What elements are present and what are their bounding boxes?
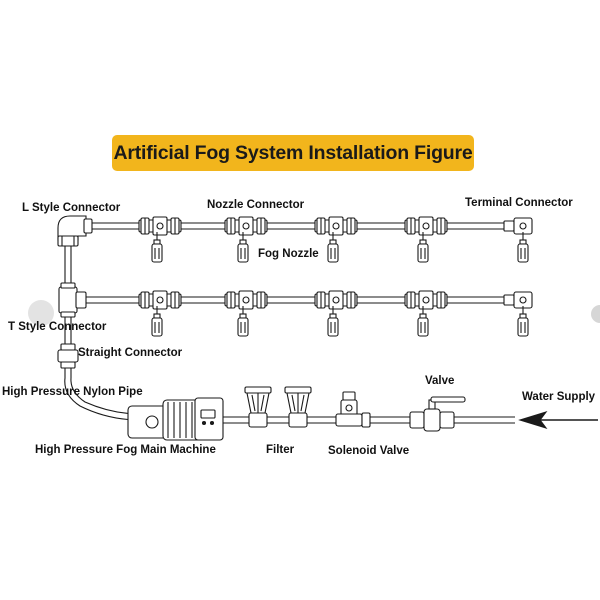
fog-nozzle — [237, 232, 249, 263]
main-machine — [127, 397, 224, 441]
faded-marker — [591, 305, 600, 323]
t-style-connector — [58, 282, 87, 318]
terminal-connector — [503, 291, 533, 309]
nozzle-connector-label: Nozzle Connector — [207, 199, 305, 211]
filter-label: Filter — [266, 444, 295, 456]
filter-1 — [244, 386, 272, 428]
l-style-connector — [57, 215, 93, 247]
nozzle-connector — [314, 216, 358, 236]
terminal-connector-label: Terminal Connector — [465, 197, 573, 209]
main-machine-label: High Pressure Fog Main Machine — [35, 444, 216, 456]
nozzle-connector — [314, 290, 358, 310]
t-style-connector-label: T Style Connector — [8, 321, 107, 333]
solenoid-valve — [335, 391, 371, 428]
fog-nozzle — [151, 306, 163, 337]
straight-connector — [57, 343, 79, 369]
solenoid-valve-label: Solenoid Valve — [328, 445, 410, 457]
fog-nozzle — [237, 306, 249, 337]
title-banner: Artificial Fog System Installation Figur… — [112, 135, 474, 171]
diagram-title: Artificial Fog System Installation Figur… — [113, 141, 473, 164]
terminal-connector — [503, 217, 533, 235]
water-supply-label: Water Supply — [522, 391, 596, 403]
ball-valve — [409, 396, 466, 432]
nozzle-connector — [404, 290, 448, 310]
nylon-pipe-label: High Pressure Nylon Pipe — [2, 386, 143, 398]
valve-label: Valve — [425, 375, 455, 387]
fog-nozzle — [151, 232, 163, 263]
fog-nozzle — [517, 306, 529, 337]
straight-connector-label: Straight Connector — [78, 347, 183, 359]
nozzle-connector — [404, 216, 448, 236]
nozzle-connector — [138, 216, 182, 236]
fog-nozzle — [417, 232, 429, 263]
nozzle-connector — [224, 216, 268, 236]
water-supply-arrow — [518, 410, 598, 430]
faded-marker — [28, 300, 54, 326]
fog-nozzle — [517, 232, 529, 263]
fog-nozzle-label: Fog Nozzle — [258, 248, 319, 260]
fog-nozzle — [417, 306, 429, 337]
fog-nozzle — [327, 306, 339, 337]
l-style-connector-label: L Style Connector — [22, 202, 121, 214]
nozzle-connector — [224, 290, 268, 310]
fog-nozzle — [327, 232, 339, 263]
filter-2 — [284, 386, 312, 428]
nozzle-connector — [138, 290, 182, 310]
